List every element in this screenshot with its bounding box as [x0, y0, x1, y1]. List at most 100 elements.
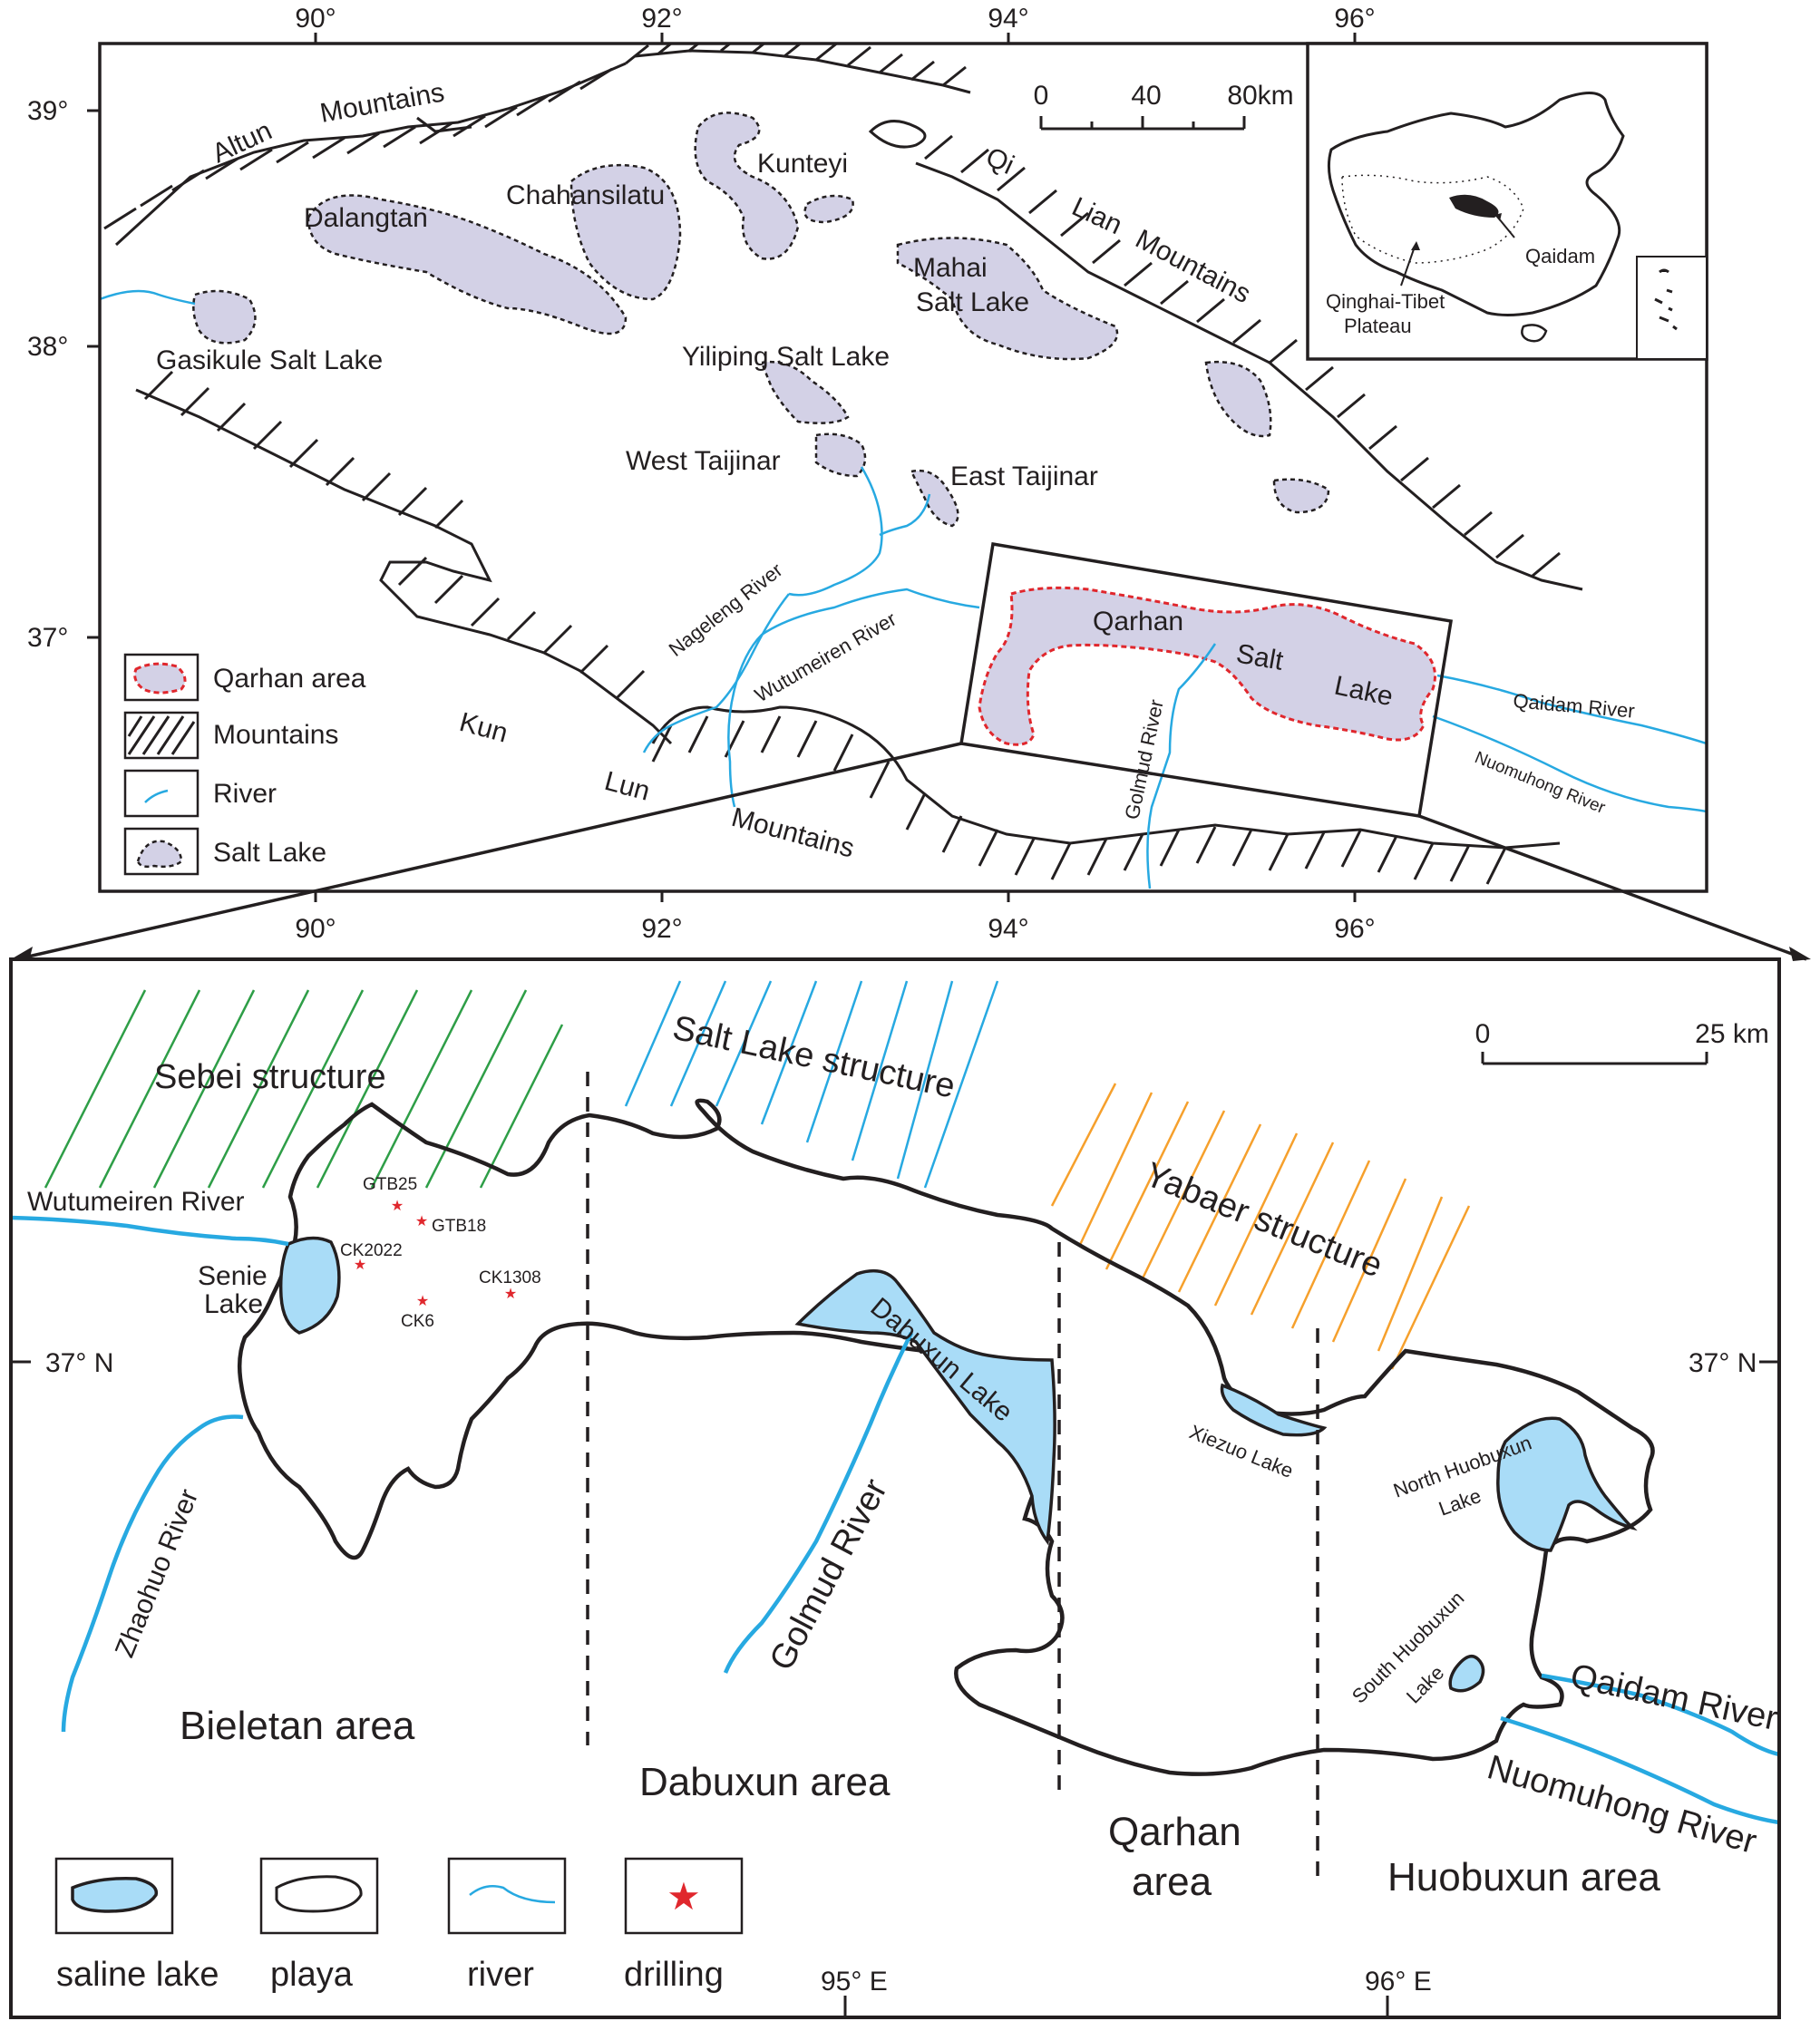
scale-label: 0 [1034, 81, 1049, 111]
river-wutumeiren [11, 1215, 289, 1247]
top-lon-ticks-lower: 90° 92° 94° 96° [295, 891, 1376, 944]
label-qi: Qi [981, 141, 1018, 180]
scale-label: 40 [1131, 81, 1161, 111]
label-south-huobuxun-lake: Lake [1402, 1661, 1448, 1707]
south-huobuxun-lake [1448, 1654, 1485, 1693]
lon-label-96: 96° E [1365, 1967, 1432, 1997]
label-bieletan-area: Bieletan area [180, 1704, 415, 1748]
label-sebei-structure: Sebei structure [154, 1058, 386, 1096]
china-inset: Qaidam Qinghai-Tibet Plateau [1306, 42, 1708, 361]
drilling-star: ★ [354, 1256, 366, 1273]
top-rivers [100, 289, 1707, 889]
label-senie-lake: Lake [204, 1289, 263, 1319]
label-qarhan: Qarhan [1093, 607, 1183, 636]
label-mahai: Mahai [913, 253, 988, 283]
lake-kunteyi-small [803, 194, 854, 224]
drilling-label-ck1308: CK1308 [479, 1268, 541, 1287]
drilling-star: ★ [391, 1197, 404, 1214]
lake-east-taijinar [910, 469, 959, 528]
legend-salt-lake: Salt Lake [213, 838, 326, 868]
label-dalangtan: Dalangtan [304, 203, 428, 233]
label-kunteyi: Kunteyi [757, 149, 848, 179]
lake-mahai [896, 237, 1119, 361]
lon-tick-label: 94° [988, 4, 1028, 34]
drilling-star: ★ [415, 1212, 428, 1229]
legend-mountains: Mountains [213, 720, 338, 750]
drilling-label-gtb25: GTB25 [363, 1175, 417, 1194]
bottom-scale-bar: 0 25 km [1475, 1019, 1769, 1065]
scale-label: 80km [1227, 81, 1293, 111]
lake-qilian-east-2 [1272, 478, 1330, 514]
inset-label-qaidam: Qaidam [1525, 245, 1595, 267]
lon-tick-label: 92° [641, 914, 682, 944]
lat-label-left: 37° N [45, 1348, 113, 1378]
label-kun: Kun [456, 707, 511, 749]
lon-label-95: 95° E [821, 1967, 888, 1997]
qarhan-area-outline [978, 586, 1436, 746]
label-wutumeiren-river: Wutumeiren River [751, 607, 900, 706]
top-lat-ticks: 39° 38° 37° [27, 96, 100, 653]
zoom-connector-lines [15, 742, 1807, 961]
legend-river: River [213, 779, 277, 809]
legend-drilling: drilling [624, 1956, 724, 1994]
bottom-legend: saline lake playa river ★ drilling [54, 1857, 744, 1994]
legend-playa: playa [270, 1956, 354, 1994]
river-nageleng [642, 593, 790, 753]
top-map-frame [98, 42, 1708, 893]
label-lun: Lun [601, 766, 653, 807]
label-lian: Lian [1067, 191, 1126, 240]
label-kunlun-mountains: Mountains [728, 802, 857, 864]
inset-label-plateau: Qinghai-Tibet [1326, 290, 1445, 313]
label-west-taijinar: West Taijinar [626, 446, 781, 476]
label-qarhan-area-2: area [1132, 1860, 1212, 1904]
north-huobuxun-lake [1496, 1416, 1638, 1552]
label-yiliping: Yiliping Salt Lake [682, 342, 890, 372]
label-saltlake-structure: Salt Lake structure [669, 1009, 959, 1106]
lat-tick-label: 37° [27, 623, 68, 653]
river-golmud [723, 1331, 914, 1674]
label-east-taijinar: East Taijinar [950, 462, 1098, 491]
label-altun: Altun [208, 116, 277, 170]
saltlake-structure-lines [624, 980, 999, 1189]
river-nuomuhong [1500, 1715, 1779, 1825]
drilling-label-gtb18: GTB18 [432, 1217, 486, 1236]
drilling-sites: ★ GTB25 ★ GTB18 ★ CK2022 ★ CK1308 ★ CK6 [340, 1175, 541, 1331]
drilling-star: ★ [504, 1285, 517, 1302]
label-north-huobuxun-lake: Lake [1436, 1484, 1484, 1521]
top-lon-ticks-upper: 90° 92° 94° 96° [295, 4, 1376, 44]
yabaer-structure-lines [1050, 1083, 1471, 1370]
legend-star-icon: ★ [667, 1874, 701, 1919]
bottom-map: 0 25 km 37° N 37° N 95° E 96° E Sebei st… [9, 957, 1781, 2019]
label-wutumeiren-river: Wutumeiren River [27, 1187, 245, 1217]
river-wutumeiren [727, 588, 980, 808]
lake-qilian-east-1 [1204, 361, 1272, 438]
label-qaidam-river: Qaidam River [1567, 1657, 1781, 1738]
label-qarhan-area: Qarhan [1108, 1810, 1241, 1854]
river-qaidam [1541, 1673, 1779, 1757]
label-qaidam-river: Qaidam River [1513, 689, 1636, 723]
label-chahansilatu: Chahansilatu [506, 180, 665, 210]
senie-lake [278, 1236, 341, 1335]
river-wutumeiren-west [100, 289, 196, 306]
qilian-mountains [868, 120, 1583, 591]
lake-kunteyi [694, 112, 800, 260]
legend-saline-lake: saline lake [56, 1956, 219, 1994]
label-golmud-river: Golmud River [763, 1472, 895, 1676]
label-zhaohuo-river: Zhaohuo River [110, 1485, 204, 1662]
lake-west-taijinar [814, 432, 867, 478]
label-nageleng-river: Nageleng River [665, 559, 787, 661]
xiezuo-lake [1220, 1383, 1328, 1437]
lat-tick-label: 39° [27, 96, 68, 126]
lon-tick-label: 94° [988, 914, 1028, 944]
top-scale-bar: 0 40 80km [1034, 81, 1294, 131]
qaidam-basin [1449, 194, 1499, 218]
legend-river: river [467, 1956, 534, 1994]
lake-gasikule [192, 289, 257, 345]
kunlun-mountains [135, 370, 1561, 885]
china-outline [1327, 92, 1625, 316]
label-senie: Senie [198, 1261, 268, 1291]
label-huobuxun-area: Huobuxun area [1387, 1855, 1660, 1900]
river-qaidam [1436, 674, 1707, 745]
altun-mountains [103, 44, 971, 247]
